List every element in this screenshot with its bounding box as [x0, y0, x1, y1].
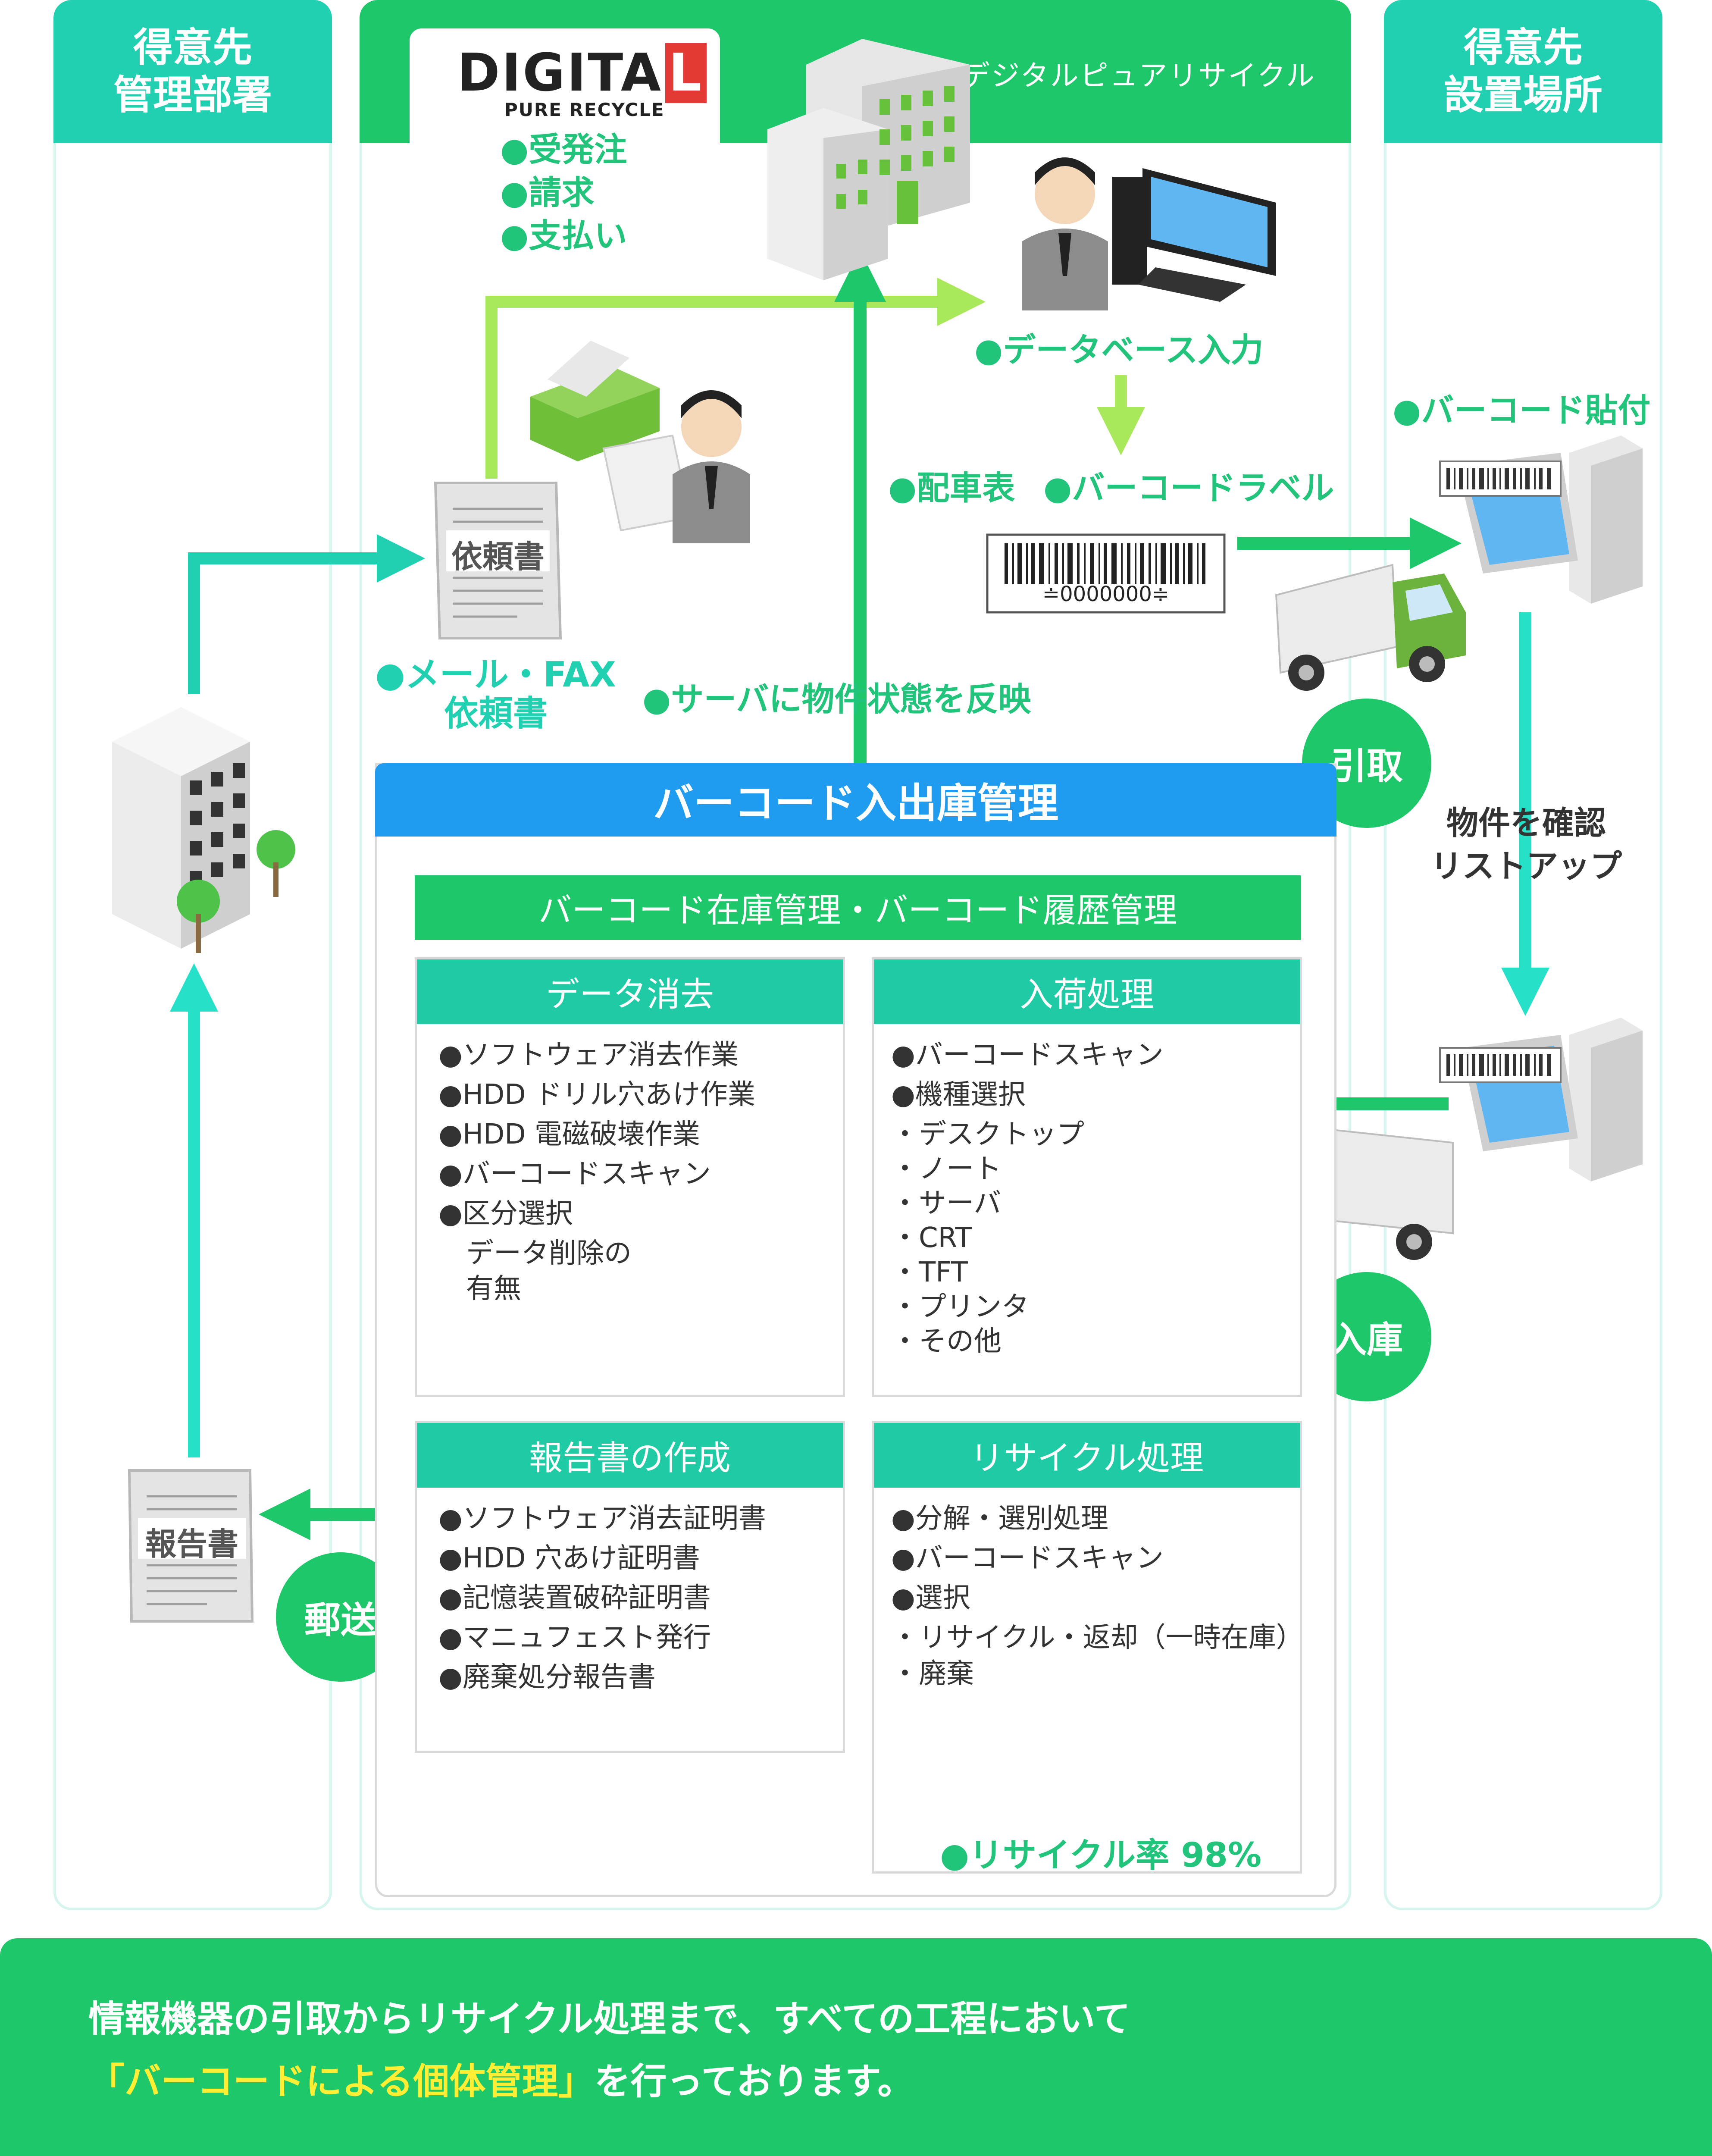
- confirm-label: 物件を確認 リストアップ: [1418, 802, 1634, 888]
- receiving-item-6: ・CRT: [891, 1222, 972, 1254]
- barcode-attach-label: ●バーコード貼付: [1393, 391, 1651, 429]
- arrow-office-to-request: [188, 534, 425, 694]
- report-item-3: ●記憶装置破砕証明書: [438, 1582, 711, 1614]
- erase-item-1: ●ソフトウェア消去作業: [438, 1039, 739, 1071]
- task-order: ●受発注: [500, 130, 627, 169]
- report-document-label: 報告書: [145, 1526, 238, 1562]
- data-erase-title: データ消去: [417, 959, 843, 1024]
- left-column-header: 得意先 管理部署: [53, 0, 332, 143]
- main-panel-title: バーコード入出庫管理: [375, 763, 1336, 837]
- logo-text: DIGITA: [457, 43, 663, 103]
- receiving-item-5: ・サーバ: [891, 1188, 1002, 1219]
- erase-item-5: ●区分選択: [438, 1198, 573, 1230]
- receiving-item-7: ・TFT: [891, 1257, 968, 1288]
- fax-operator-illustration: [530, 341, 750, 543]
- confirm-line-2: リストアップ: [1430, 847, 1622, 885]
- recycle-item-3: ●選択: [891, 1582, 970, 1614]
- right-column: [1384, 0, 1662, 1910]
- pickup-truck-illustration: [1275, 564, 1466, 691]
- report-creation-title: 報告書の作成: [417, 1423, 843, 1488]
- recycle-item-2: ●バーコードスキャン: [891, 1542, 1164, 1574]
- report-document: [128, 1469, 254, 1623]
- barcode-label-label: ●バーコードラベル: [1043, 469, 1334, 507]
- report-item-4: ●マニュフェスト発行: [438, 1622, 711, 1654]
- request-document: [434, 482, 562, 639]
- footer-line-2: 「バーコードによる個体管理」を行っております。: [88, 2053, 914, 2105]
- erase-item-2: ●HDD ドリル穴あけ作業: [438, 1079, 755, 1111]
- recycle-item-1: ●分解・選別処理: [891, 1503, 1108, 1535]
- erase-item-3: ●HDD 電磁破壊作業: [438, 1119, 700, 1150]
- operator-pc-illustration: [1022, 157, 1276, 310]
- task-billing: ●請求: [500, 173, 595, 212]
- receiving-item-2: ●機種選択: [891, 1079, 1026, 1111]
- db-input-label: ●データベース入力: [974, 331, 1264, 369]
- company-name: デジタルピュアリサイクル: [961, 59, 1316, 92]
- report-item-5: ●廃棄処分報告書: [438, 1661, 656, 1693]
- mail-fax-label-2: 依頼書: [444, 693, 548, 733]
- report-creation-box: 報告書の作成 ●ソフトウェア消去証明書 ●HDD 穴あけ証明書 ●記憶装置破砕証…: [415, 1421, 845, 1753]
- data-erase-box: データ消去 ●ソフトウェア消去作業 ●HDD ドリル穴あけ作業 ●HDD 電磁破…: [415, 957, 845, 1397]
- receiving-item-8: ・プリンタ: [891, 1291, 1029, 1323]
- report-item-2: ●HDD 穴あけ証明書: [438, 1542, 700, 1574]
- erase-item-4: ●バーコードスキャン: [438, 1158, 711, 1190]
- server-reflect-label: ●サーバに物件状態を反映: [642, 680, 1031, 718]
- mail-fax-label: ●メール・FAX: [375, 655, 616, 695]
- erase-item-7: 有無: [438, 1273, 521, 1305]
- barcode-label-illustration: [986, 533, 1226, 614]
- report-item-1: ●ソフトウェア消去証明書: [438, 1503, 766, 1535]
- task-payment: ●支払い: [500, 216, 627, 255]
- footer-highlight: 「バーコードによる個体管理」: [88, 2060, 595, 2103]
- recycle-item-5: ・廃棄: [891, 1658, 974, 1690]
- receiving-title: 入荷処理: [874, 959, 1300, 1024]
- footer-line-2-rest: を行っております。: [594, 2060, 914, 2103]
- request-document-label: 依頼書: [451, 539, 545, 575]
- logo-letter: L: [665, 43, 707, 103]
- receiving-item-4: ・ノート: [891, 1153, 1002, 1185]
- footer-banner: [0, 1938, 1712, 2156]
- arrow-request-to-db: [485, 278, 986, 479]
- receiving-item-3: ・デスクトップ: [891, 1119, 1084, 1150]
- hq-building-illustration: [767, 39, 970, 280]
- client-building-illustration: [112, 707, 295, 953]
- site-computer-top-illustration: [1439, 436, 1643, 604]
- site-computer-bottom-illustration: [1439, 1018, 1643, 1181]
- recycle-title: リサイクル処理: [874, 1423, 1300, 1488]
- recycle-box: リサイクル処理 ●分解・選別処理 ●バーコードスキャン ●選択 ・リサイクル・返…: [872, 1421, 1304, 1874]
- barcode-number: ≐0000000≑: [1042, 582, 1170, 606]
- right-column-header: 得意先 設置場所: [1384, 0, 1662, 143]
- dispatch-table-label: ●配車表: [888, 469, 1015, 507]
- main-panel-subtitle: バーコード在庫管理・バーコード履歴管理: [415, 875, 1301, 940]
- erase-item-6: データ削除の: [438, 1238, 632, 1269]
- receiving-box: 入荷処理 ●バーコードスキャン ●機種選択 ・デスクトップ ・ノート ・サーバ …: [872, 957, 1302, 1397]
- logo-subtitle: PURE RECYCLE: [504, 99, 665, 120]
- footer-line-1: 情報機器の引取からリサイクル処理まで、すべての工程において: [88, 1998, 1130, 2040]
- receiving-item-9: ・その他: [891, 1326, 1002, 1357]
- recycle-item-4: ・リサイクル・返却（一時在庫）: [891, 1622, 1304, 1654]
- receiving-item-1: ●バーコードスキャン: [891, 1039, 1164, 1071]
- confirm-line-1: 物件を確認: [1446, 805, 1606, 842]
- recycle-rate: ●リサイクル率 98%: [940, 1836, 1262, 1875]
